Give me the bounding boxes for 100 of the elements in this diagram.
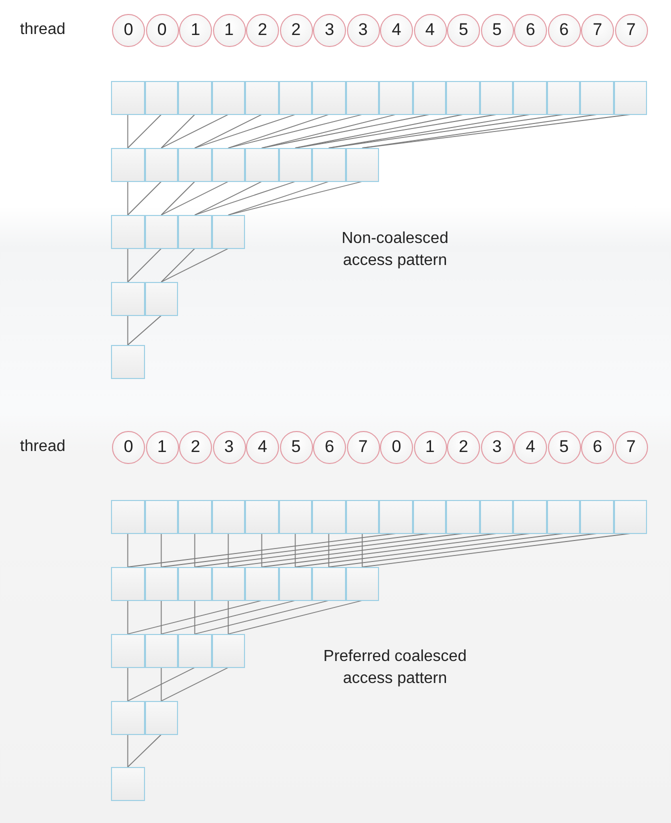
connector-line [194,533,196,568]
array-cell [245,148,278,182]
array-cell [580,500,614,534]
array-cell [178,81,212,114]
thread-number-circle: 5 [280,430,312,464]
connector-line [127,600,128,634]
thread-number-circle: 3 [480,430,514,464]
thread-number-circle: 2 [246,14,279,46]
array-cell [212,500,245,534]
thread-number-circle: 1 [179,14,212,46]
connector-line [194,533,464,568]
array-cell [346,567,379,600]
array-cell [178,567,212,600]
connector-line [194,600,330,634]
row-label: thread [20,20,66,40]
array-cell [178,215,212,248]
connector-line [160,248,196,282]
connector-line [160,114,229,148]
connector-line [127,667,128,702]
array-cell [412,500,446,534]
connector-line [160,114,196,148]
connector-line [261,114,430,148]
thread-number-circle: 0 [112,14,145,46]
connector-line [228,533,497,568]
array-cell [111,345,144,378]
connector-line [228,114,363,148]
array-cell [346,500,379,534]
thread-number-circle: 2 [280,14,312,46]
connector-line [228,181,330,216]
array-cell [212,567,245,600]
array-cell [212,634,245,668]
connector-line [160,181,196,216]
array-cell [144,148,178,182]
connector-line [194,114,296,148]
array-cell [278,567,312,600]
connector-line [127,248,162,282]
row-label: thread [20,437,66,457]
thread-number-circle: 0 [380,430,413,464]
connector-line [362,533,631,568]
thread-number-circle: 2 [179,430,212,464]
connector-line [194,181,296,216]
connector-line [261,533,262,568]
connector-line [127,533,396,568]
array-cell [546,81,580,114]
connector-line [294,114,497,148]
thread-number-circle: 3 [212,430,246,464]
array-cell [245,567,278,600]
thread-number-circle: 5 [548,430,580,464]
array-cell [346,148,379,182]
connector-line [194,181,262,216]
array-cell [312,148,346,182]
array-cell [111,567,144,600]
connector-line [127,734,162,768]
thread-number-circle: 6 [514,14,547,46]
array-cell [111,767,144,800]
array-cell [178,634,212,668]
connector-line [294,533,296,568]
thread-number-circle: 0 [112,430,145,464]
thread-number-circle: 3 [313,14,346,46]
thread-number-circle: 1 [212,14,246,46]
array-cell [446,81,480,114]
thread-number-circle: 4 [414,14,446,46]
thread-number-circle: 1 [146,430,178,464]
connector-line [294,533,564,568]
connector-line [127,181,162,216]
connector-line [228,181,363,216]
connector-line [160,600,296,634]
array-cell [111,634,144,668]
array-cell [144,282,178,316]
array-cell [480,500,513,534]
connector-line [127,181,128,216]
caption-text: Non-coalesced access pattern [340,229,450,271]
array-cell [144,634,178,668]
array-cell [178,500,212,534]
array-cell [580,81,614,114]
array-cell [144,500,178,534]
array-cell [245,81,278,114]
array-cell [178,148,212,182]
thread-number-circle: 7 [614,14,648,46]
connector-line [194,600,196,634]
array-cell [513,500,546,534]
thread-number-circle: 4 [380,14,413,46]
array-cell [513,81,546,114]
array-cell [312,500,346,534]
array-cell [111,81,144,114]
thread-number-circle: 5 [447,14,480,46]
array-cell [379,500,412,534]
connector-line [127,315,162,346]
connector-line [127,315,128,346]
thread-number-circle: 2 [447,430,480,464]
connector-line [228,533,229,568]
connector-line [160,533,162,568]
connector-line [228,600,363,634]
thread-number-circle: 4 [514,430,547,464]
thread-number-circle: 5 [480,14,514,46]
array-cell [546,500,580,534]
connector-line [294,114,464,148]
array-cell [480,81,513,114]
connector-line [261,533,530,568]
connector-line [127,734,128,768]
